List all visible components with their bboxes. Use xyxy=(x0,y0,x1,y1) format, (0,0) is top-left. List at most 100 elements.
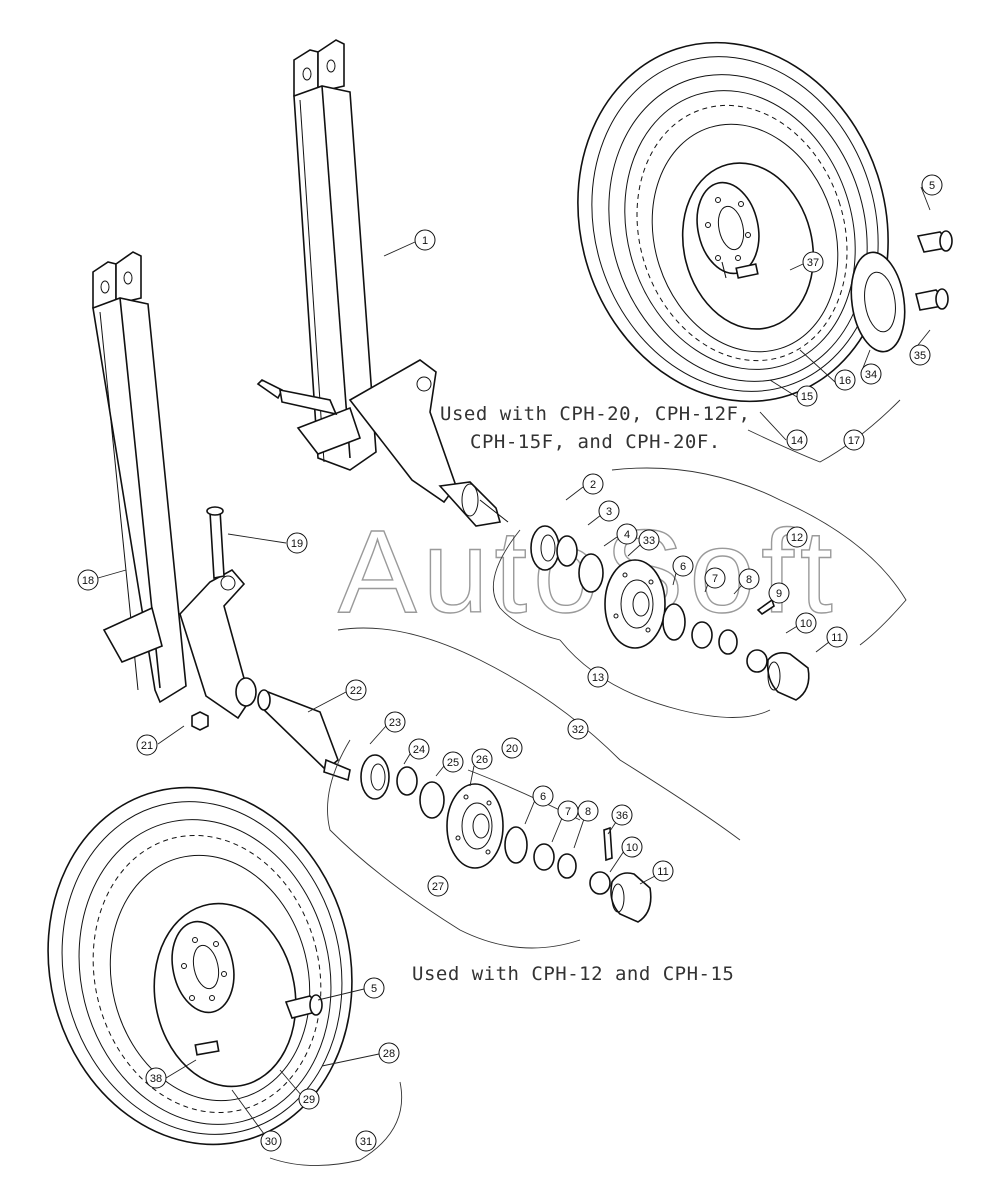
callout-c6a: 6 xyxy=(672,555,694,577)
callout-c3: 3 xyxy=(598,500,620,522)
callout-circle xyxy=(384,711,406,733)
callout-c1: 1 xyxy=(414,229,436,251)
callout-number: 14 xyxy=(791,435,803,447)
callout-circle xyxy=(298,1088,320,1110)
callout-circle xyxy=(786,526,808,548)
callout-circle xyxy=(414,229,436,251)
callout-circle xyxy=(860,363,882,385)
callout-circle xyxy=(567,718,589,740)
callout-c15: 15 xyxy=(796,385,818,407)
callout-c13: 13 xyxy=(587,666,609,688)
callout-number: 10 xyxy=(800,618,812,630)
usage-notes: Used with CPH-20, CPH-12F, CPH-15F, and … xyxy=(412,403,750,985)
callout-circle xyxy=(598,500,620,522)
callout-number: 17 xyxy=(848,435,860,447)
callout-circle xyxy=(587,666,609,688)
callout-circle xyxy=(286,532,308,554)
callout-number: 19 xyxy=(291,538,303,550)
callout-c11a: 11 xyxy=(826,626,848,648)
callout-number: 24 xyxy=(413,744,425,756)
callout-c17: 17 xyxy=(843,429,865,451)
callout-number: 21 xyxy=(141,740,153,752)
callout-number: 32 xyxy=(572,724,584,736)
callout-number: 11 xyxy=(831,632,842,644)
left-wheel-standard xyxy=(92,251,257,720)
callout-number: 30 xyxy=(265,1136,277,1148)
callout-circle xyxy=(145,1067,167,1089)
callout-c37: 37 xyxy=(802,251,824,273)
callout-circle xyxy=(363,977,385,999)
callout-circle xyxy=(921,174,943,196)
callout-number: 35 xyxy=(914,350,926,362)
callout-circle xyxy=(704,567,726,589)
callout-c20: 20 xyxy=(501,737,523,759)
callout-circle xyxy=(260,1130,282,1152)
note-lower: Used with CPH-12 and CPH-15 xyxy=(412,963,734,985)
callout-circle xyxy=(638,529,660,551)
callout-circle xyxy=(345,679,367,701)
callout-c35: 35 xyxy=(909,344,931,366)
callout-number: 29 xyxy=(303,1094,315,1106)
callout-circle xyxy=(532,785,554,807)
callout-circle xyxy=(427,875,449,897)
callout-circle xyxy=(768,582,790,604)
callout-number: 12 xyxy=(791,532,803,544)
callout-number: 20 xyxy=(506,743,518,755)
callout-circle xyxy=(843,429,865,451)
callout-circle xyxy=(834,369,856,391)
callout-number: 6 xyxy=(680,561,686,573)
callout-number: 26 xyxy=(476,754,488,766)
callout-c23: 23 xyxy=(384,711,406,733)
callout-circle xyxy=(582,473,604,495)
callout-c5b: 5 xyxy=(363,977,385,999)
callout-c31: 31 xyxy=(355,1130,377,1152)
callout-c24: 24 xyxy=(408,738,430,760)
callout-circle xyxy=(442,751,464,773)
right-wheel-standard xyxy=(256,39,509,527)
callout-number: 10 xyxy=(626,842,638,854)
callout-number: 15 xyxy=(801,391,813,403)
callout-number: 22 xyxy=(350,685,362,697)
callout-number: 25 xyxy=(447,757,459,769)
callout-circle xyxy=(786,429,808,451)
assembly-brackets xyxy=(269,399,907,1166)
callout-c38: 38 xyxy=(145,1067,167,1089)
upper-lug-bolts-and-plate xyxy=(850,230,953,353)
callout-c26: 26 xyxy=(471,748,493,770)
callout-c10a: 10 xyxy=(795,612,817,634)
callout-number: 5 xyxy=(371,983,377,995)
callout-c8b: 8 xyxy=(577,800,599,822)
callout-circle xyxy=(652,860,674,882)
callout-number: 6 xyxy=(540,791,546,803)
callout-c12: 12 xyxy=(786,526,808,548)
callout-c30: 30 xyxy=(260,1130,282,1152)
callout-circle xyxy=(408,738,430,760)
callout-number: 7 xyxy=(712,573,718,585)
callout-number: 7 xyxy=(565,806,571,818)
callout-circle xyxy=(796,385,818,407)
callout-c9: 9 xyxy=(768,582,790,604)
callout-number: 16 xyxy=(839,375,851,387)
callout-c29: 29 xyxy=(298,1088,320,1110)
callout-number: 3 xyxy=(606,506,612,518)
callout-number: 9 xyxy=(776,588,782,600)
callout-number: 5 xyxy=(929,180,935,192)
callout-number: 34 xyxy=(865,369,877,381)
callout-circle xyxy=(611,804,633,826)
callout-c36: 36 xyxy=(611,804,633,826)
callout-c6b: 6 xyxy=(532,785,554,807)
leader-lines xyxy=(97,186,931,1135)
callout-c27: 27 xyxy=(427,875,449,897)
callout-number: 36 xyxy=(616,810,628,822)
callout-c18: 18 xyxy=(77,569,99,591)
callout-circle xyxy=(355,1130,377,1152)
callout-c4: 4 xyxy=(616,523,638,545)
callout-circle xyxy=(378,1042,400,1064)
callout-c2: 2 xyxy=(582,473,604,495)
callout-c7a: 7 xyxy=(704,567,726,589)
upper-hub-assembly xyxy=(530,525,810,701)
callout-circle xyxy=(136,734,158,756)
